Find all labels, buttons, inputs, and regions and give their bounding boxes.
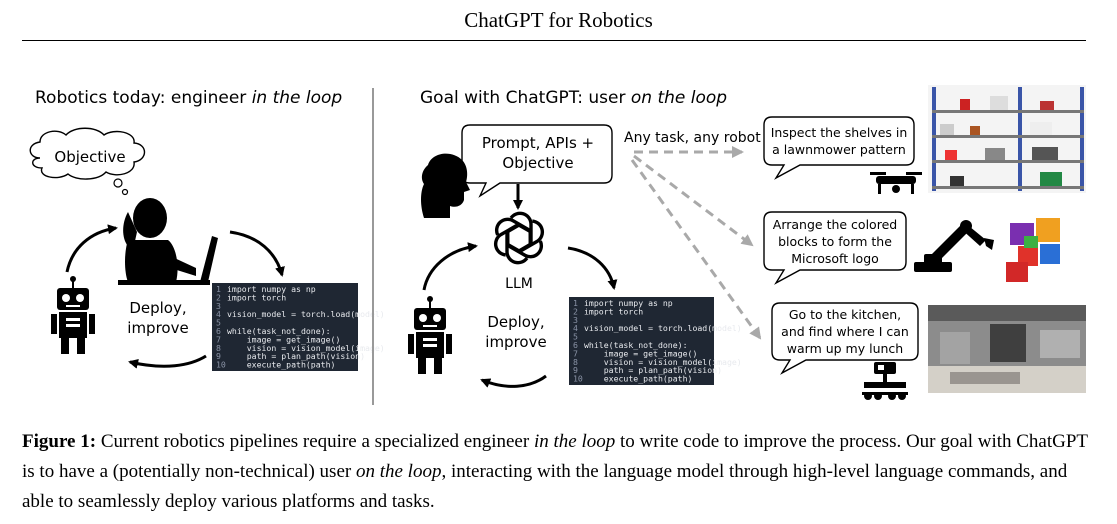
left-arrow-code-to-robot bbox=[128, 354, 207, 369]
code-line-number: 6 bbox=[216, 326, 221, 336]
code-line: import numpy as np bbox=[227, 284, 316, 294]
code-line: execute_path(path) bbox=[584, 374, 692, 384]
dashed-task-arrows bbox=[630, 146, 762, 340]
left-code-panel: 1 import numpy as np 2 import torch 34 vision… bbox=[212, 283, 385, 371]
figure-label: Figure 1: bbox=[22, 431, 97, 452]
right-panel-title: Goal with ChatGPT: user on the loop bbox=[420, 88, 727, 108]
running-header: ChatGPT for Robotics bbox=[464, 8, 653, 32]
objective-label: Objective bbox=[54, 148, 125, 166]
left-arrow-robot-to-engineer bbox=[65, 224, 118, 273]
right-arrow-robot-to-llm bbox=[422, 242, 478, 291]
code-line-number: 7 bbox=[573, 348, 578, 358]
code-line: import numpy as np bbox=[584, 298, 673, 308]
code-line-number: 7 bbox=[216, 334, 221, 344]
code-line: vision = vision_model(image) bbox=[227, 343, 385, 353]
right-arrow-code-to-robot bbox=[480, 374, 547, 388]
code-line: vision_model = torch.load(model) bbox=[227, 309, 385, 319]
robot-icon bbox=[408, 296, 452, 374]
code-line-number: 5 bbox=[573, 332, 578, 342]
caption-emph-1: in the loop bbox=[533, 431, 616, 452]
code-line: image = get_image() bbox=[227, 334, 340, 344]
code-line: path = plan_path(vision) bbox=[584, 365, 722, 375]
code-line-number: 8 bbox=[573, 357, 578, 367]
code-line: while(task_not_done): bbox=[227, 326, 331, 336]
arrow-to-task-2 bbox=[633, 154, 754, 247]
left-panel-title: Robotics today: engineer in the loop bbox=[35, 88, 342, 108]
code-line-number: 10 bbox=[216, 360, 226, 370]
left-code-lines: 1 import numpy as np 2 import torch 34 vision… bbox=[216, 284, 385, 370]
code-line-number: 1 bbox=[573, 298, 578, 308]
robot-arm-icon bbox=[914, 220, 994, 272]
code-line-number: 6 bbox=[573, 340, 578, 350]
robot-icon bbox=[51, 276, 95, 354]
caption-emph-2: on the loop bbox=[355, 461, 442, 482]
living-room-image bbox=[928, 305, 1086, 393]
code-line: import torch bbox=[584, 306, 643, 316]
prompt-label: Prompt, APIs +Objective bbox=[482, 134, 594, 172]
code-line-number: 9 bbox=[216, 351, 221, 361]
openai-logo-icon bbox=[493, 211, 545, 265]
llm-label: LLM bbox=[505, 276, 533, 292]
code-line-number: 4 bbox=[216, 309, 221, 319]
right-code-panel: 1 import numpy as np 2 import torch 34 vision… bbox=[569, 297, 742, 385]
figure-caption: Figure 1: Current robotics pipelines req… bbox=[22, 427, 1097, 517]
code-line: path = plan_path(vision) bbox=[227, 351, 365, 361]
objective-thought-cloud: Objective bbox=[29, 127, 146, 196]
code-line: image = get_image() bbox=[584, 348, 697, 358]
prompt-speech-bubble: Prompt, APIs +Objective bbox=[461, 124, 613, 198]
code-line-number: 10 bbox=[573, 374, 583, 384]
ground-robot-icon bbox=[862, 362, 908, 400]
caption-text-2: to write code to improve the process. Ou… bbox=[22, 431, 1088, 482]
code-line: while(task_not_done): bbox=[584, 340, 688, 350]
code-line-number: 4 bbox=[573, 323, 578, 333]
warehouse-shelves-image bbox=[928, 85, 1086, 193]
code-line: execute_path(path) bbox=[227, 360, 335, 370]
code-line: import torch bbox=[227, 292, 286, 302]
left-arrow-engineer-to-code bbox=[229, 230, 285, 277]
colored-blocks-image bbox=[1006, 218, 1060, 282]
code-line-number: 9 bbox=[573, 365, 578, 375]
code-line-number: 1 bbox=[216, 284, 221, 294]
code-line: vision = vision_model(image) bbox=[584, 357, 742, 367]
right-deploy-label: Deploy,improve bbox=[485, 313, 546, 351]
code-line-number: 5 bbox=[216, 318, 221, 328]
code-line-number: 3 bbox=[216, 301, 221, 311]
arrow-to-task-3 bbox=[630, 159, 762, 340]
code-line: vision_model = torch.load(model) bbox=[584, 323, 742, 333]
caption-text-3: , interacting with the language model th… bbox=[22, 461, 1068, 512]
user-head-icon bbox=[421, 153, 470, 218]
header-rule bbox=[22, 40, 1086, 41]
code-line-number: 2 bbox=[216, 292, 221, 302]
code-line-number: 2 bbox=[573, 306, 578, 316]
code-line-number: 8 bbox=[216, 343, 221, 353]
right-arrow-llm-to-code bbox=[567, 246, 618, 290]
right-code-lines: 1 import numpy as np 2 import torch 34 vision… bbox=[573, 298, 742, 384]
code-line-number: 3 bbox=[573, 315, 578, 325]
figure-diagram: Robotics today: engineer in the loop Obj… bbox=[29, 85, 1086, 405]
engineer-silhouette-icon bbox=[118, 198, 218, 285]
any-task-label: Any task, any robot bbox=[624, 130, 761, 146]
left-deploy-label: Deploy,improve bbox=[127, 299, 188, 337]
caption-text-1: Current robotics pipelines require a spe… bbox=[96, 431, 534, 452]
drone-icon bbox=[870, 172, 922, 194]
